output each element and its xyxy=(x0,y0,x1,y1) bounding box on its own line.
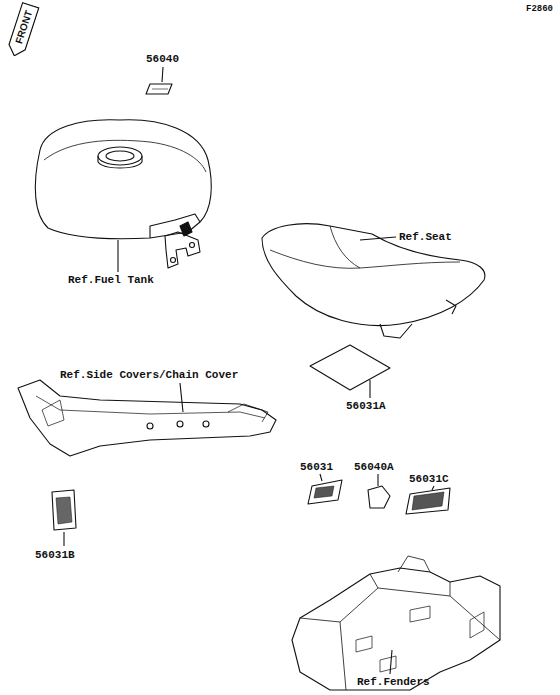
decal xyxy=(146,84,172,94)
decal-print xyxy=(314,486,334,498)
front-arrow: FRONT xyxy=(4,1,39,59)
part-name: Ref.Side Covers/Chain Cover xyxy=(60,369,238,382)
bolt-hole xyxy=(203,421,209,427)
leader-line xyxy=(180,383,183,412)
filler-cap xyxy=(98,147,142,165)
callout-number: 56031 xyxy=(300,461,333,474)
callout-number: 56040 xyxy=(146,53,179,66)
bolt-hole xyxy=(177,421,183,427)
leader-line xyxy=(377,474,378,486)
decal-print xyxy=(56,497,72,524)
leader-line xyxy=(320,474,322,481)
leader-line xyxy=(63,532,64,546)
bolt-hole xyxy=(147,423,153,429)
seat-base xyxy=(380,324,412,338)
fender-slot xyxy=(410,606,430,622)
fender xyxy=(292,568,500,690)
fender-edge xyxy=(300,588,378,622)
tank-edge xyxy=(44,140,206,172)
bolt-hole xyxy=(171,258,176,263)
decal xyxy=(310,345,390,390)
callout-number: 56031B xyxy=(35,549,75,562)
leader-line xyxy=(390,650,392,674)
part-name: Ref.Fenders xyxy=(357,676,430,689)
leader-line xyxy=(162,67,163,82)
fender-edge xyxy=(340,622,346,690)
decal-print xyxy=(412,492,444,510)
leader-line xyxy=(432,486,434,490)
seat-seam xyxy=(330,226,360,268)
part-name: Ref.Seat xyxy=(399,231,452,244)
filler-cap-inner xyxy=(106,151,134,161)
fuel-tank xyxy=(35,120,211,239)
tank-bracket xyxy=(150,214,200,238)
leader-line xyxy=(360,237,396,240)
leader-line xyxy=(117,240,118,272)
callout-number: 56031A xyxy=(346,400,386,413)
bolt-hole xyxy=(190,243,195,248)
tank-mount xyxy=(165,232,200,268)
decal xyxy=(406,488,450,514)
leader-line xyxy=(369,380,370,398)
side-cover xyxy=(18,380,276,456)
cover-edge xyxy=(36,396,265,418)
seat xyxy=(262,224,485,326)
part-name: F2860 xyxy=(526,3,553,16)
tank-decal xyxy=(180,222,192,236)
fender-slot xyxy=(380,656,396,672)
filler-cap-rim xyxy=(98,156,142,168)
fender-edge xyxy=(370,574,450,596)
cover-vent xyxy=(42,400,64,426)
part-name: Ref.Fuel Tank xyxy=(68,274,154,287)
fender-slot xyxy=(356,636,372,652)
decal xyxy=(368,486,390,508)
fender-mount xyxy=(398,556,430,572)
fender-slot xyxy=(470,612,484,638)
cover-tab xyxy=(228,404,268,422)
decal xyxy=(52,490,76,530)
callout-number: 56040A xyxy=(354,461,394,474)
seat-hook xyxy=(446,300,456,314)
fender-edge xyxy=(450,596,500,640)
decal xyxy=(308,480,342,504)
decal-mark xyxy=(152,89,168,90)
callout-number: 56031C xyxy=(409,473,449,486)
seat-seam xyxy=(270,250,460,268)
